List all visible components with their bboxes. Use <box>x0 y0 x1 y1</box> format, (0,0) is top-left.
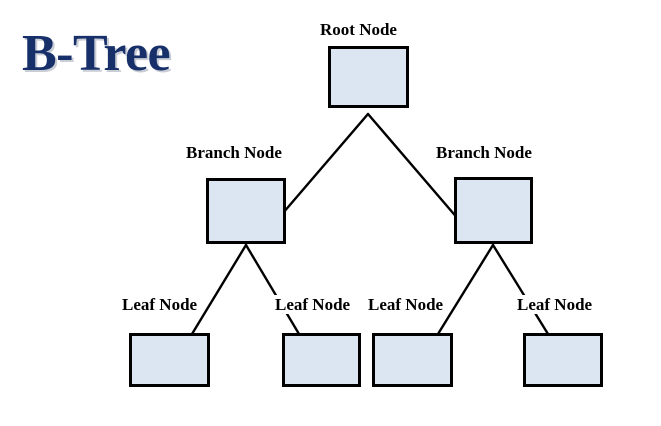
node-box-root[interactable] <box>328 46 409 108</box>
edge-branch-left-to-leaf-1 <box>190 243 248 336</box>
node-label-leaf-2: Leaf Node <box>273 295 353 314</box>
node-label-leaf-3: Leaf Node <box>366 295 446 314</box>
node-box-branch-right[interactable] <box>454 177 533 244</box>
edge-root-to-branch-left <box>275 112 370 222</box>
node-label-branch-left: Branch Node <box>184 143 284 162</box>
edge-branch-right-to-leaf-3 <box>436 243 495 336</box>
node-label-branch-right: Branch Node <box>434 143 534 162</box>
node-box-leaf-3[interactable] <box>372 333 453 387</box>
edge-branch-right-to-leaf-4 <box>491 243 550 336</box>
node-box-branch-left[interactable] <box>206 178 286 244</box>
node-label-leaf-4: Leaf Node <box>515 295 595 314</box>
node-label-leaf-1: Leaf Node <box>120 295 200 314</box>
node-label-root: Root Node <box>318 20 399 39</box>
edge-root-to-branch-right <box>366 112 461 222</box>
node-box-leaf-2[interactable] <box>282 333 361 387</box>
edge-branch-left-to-leaf-2 <box>244 243 301 336</box>
diagram-title: B-Tree <box>22 25 171 82</box>
node-box-leaf-4[interactable] <box>523 333 603 387</box>
node-box-leaf-1[interactable] <box>129 333 210 387</box>
